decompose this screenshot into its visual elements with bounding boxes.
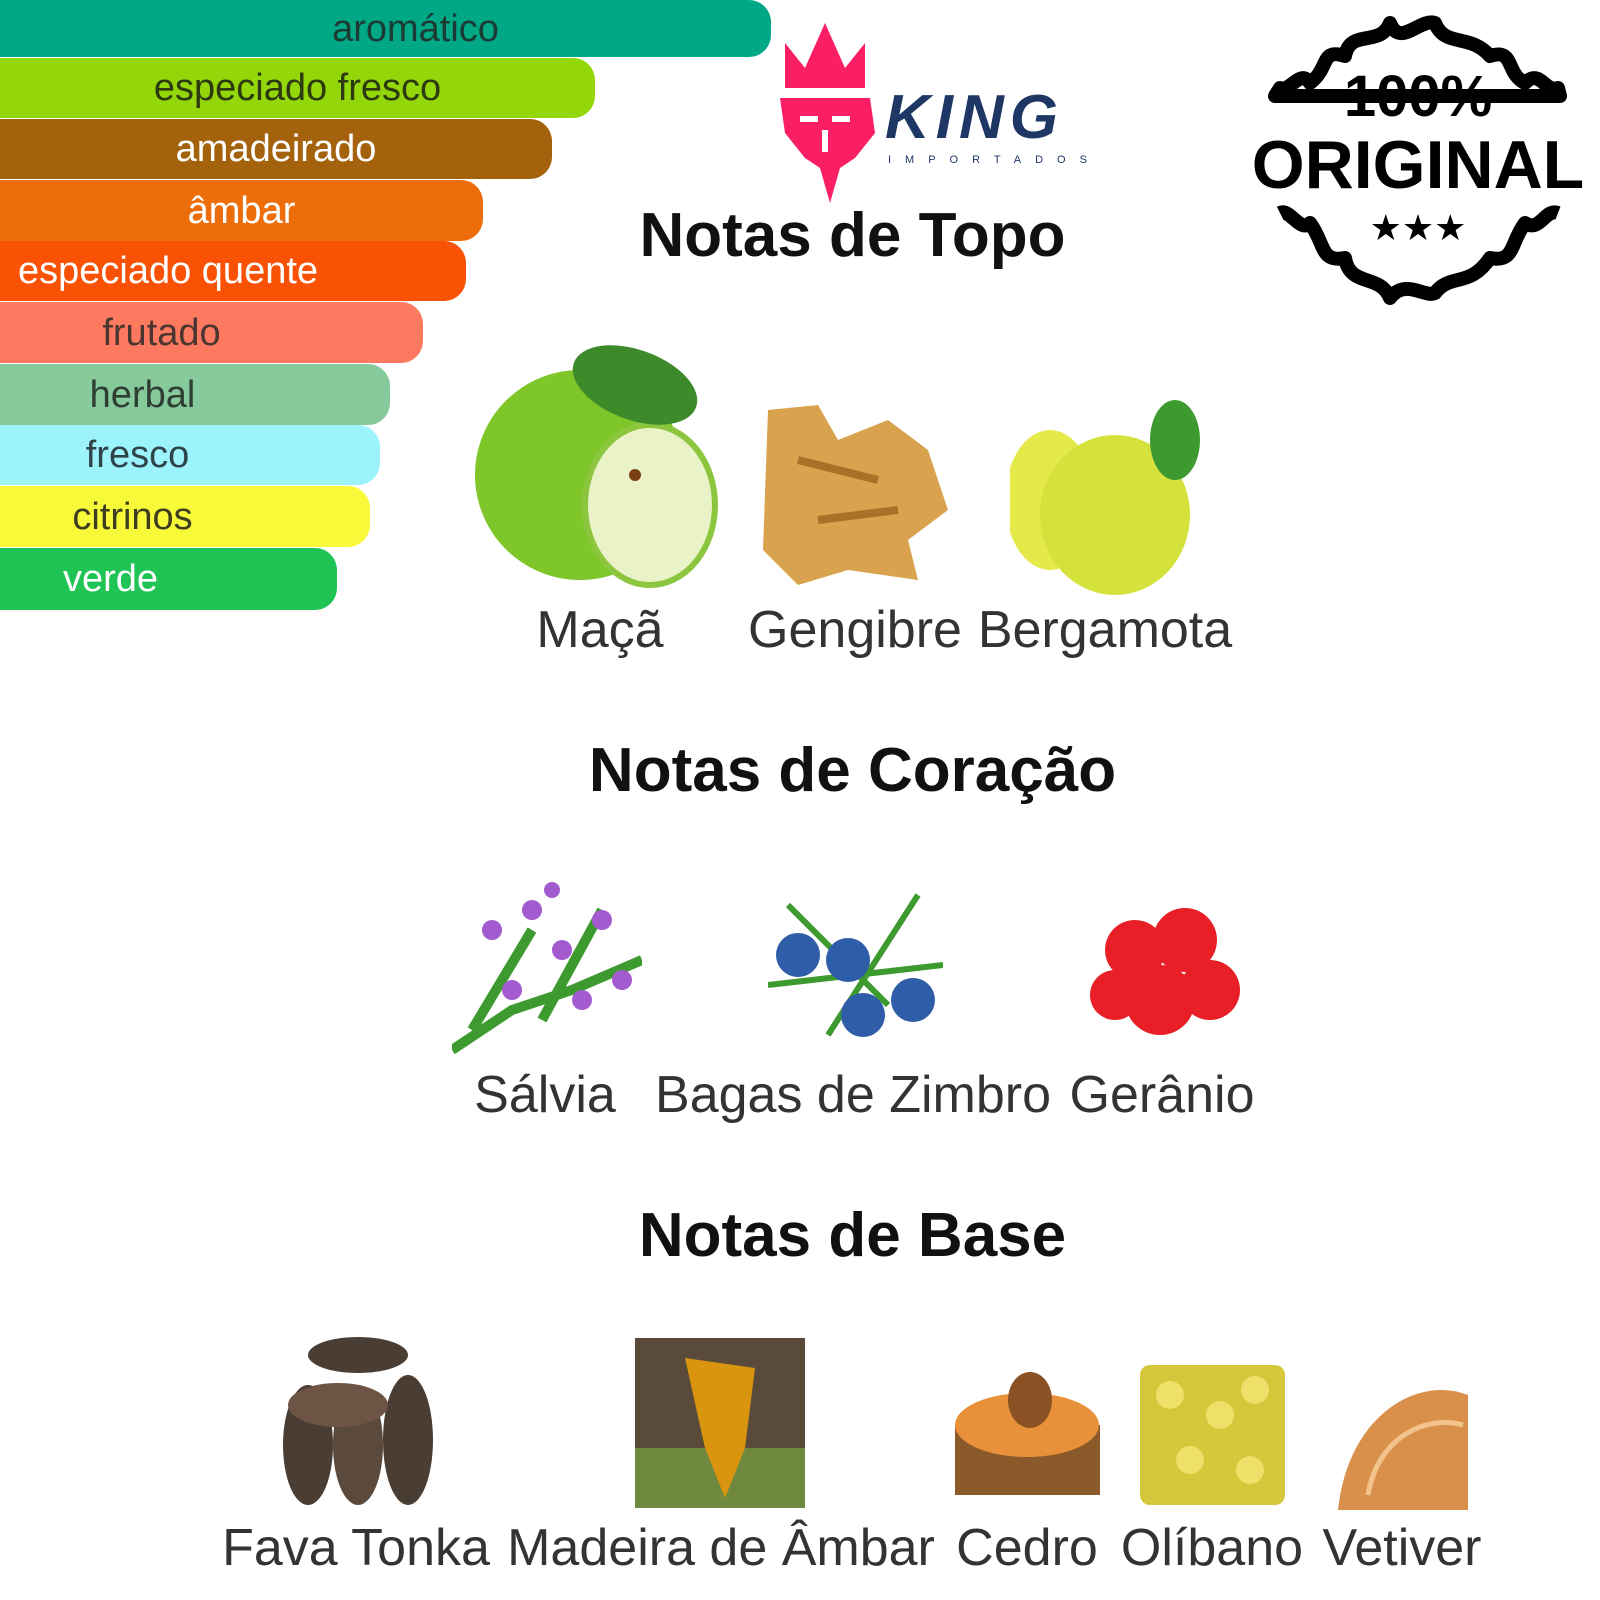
accord-label: frutado xyxy=(102,311,221,354)
badge-original-text: ORIGINAL xyxy=(1252,127,1584,203)
sage-image xyxy=(452,882,642,1055)
accord-label: fresco xyxy=(85,434,190,476)
accord-bar-verde: verde xyxy=(0,548,337,610)
badge-stars: ★★★ xyxy=(1370,208,1467,249)
accord-bar-citrinos: citrinos xyxy=(0,486,370,547)
note-label: Vetiver xyxy=(1322,1519,1482,1577)
apple-image xyxy=(475,345,718,588)
note-label: Gengibre xyxy=(748,601,962,659)
note-label: Maçã xyxy=(536,601,664,659)
accord-label: âmbar xyxy=(187,189,296,232)
note-label: Gerânio xyxy=(1069,1066,1255,1124)
accord-bar-aromatico: aromático xyxy=(0,0,771,57)
tonka-bean-image xyxy=(283,1337,433,1505)
note-label: Fava Tonka xyxy=(222,1519,490,1577)
bergamot-image xyxy=(1010,400,1200,595)
accord-label: especiado quente xyxy=(18,250,319,292)
accord-label: herbal xyxy=(89,373,196,416)
geranium-image xyxy=(1090,908,1240,1035)
section-title-heart: Notas de Coração xyxy=(588,736,1117,805)
logo-brand-text: KING xyxy=(885,83,1064,152)
accord-label: amadeirado xyxy=(175,128,377,170)
original-badge: 100% ORIGINAL ★★★ xyxy=(1240,8,1595,313)
accord-label: verde xyxy=(63,558,159,600)
accord-bar-amadeirado: amadeirado xyxy=(0,119,552,179)
accord-bar-fresco: fresco xyxy=(0,425,380,485)
note-label: Bagas de Zimbro xyxy=(655,1066,1051,1124)
section-title-top: Notas de Topo xyxy=(639,201,1066,270)
accord-label: aromático xyxy=(332,7,499,50)
note-label: Cedro xyxy=(956,1519,1098,1577)
accord-bar-frutado: frutado xyxy=(0,302,423,363)
amber-wood-image xyxy=(635,1338,805,1508)
accord-bar-herbal: herbal xyxy=(0,364,390,425)
king-importados-logo: KING IMPORTADOS xyxy=(770,18,1150,208)
juniper-berries-image xyxy=(768,893,943,1037)
section-title-base: Notas de Base xyxy=(638,1201,1067,1270)
ginger-image xyxy=(763,405,948,585)
accord-bar-especiado-quente: especiado quente xyxy=(0,241,466,301)
note-label: Madeira de Âmbar xyxy=(507,1519,935,1577)
lion-crown-icon: KING IMPORTADOS xyxy=(780,23,1101,203)
accord-bar-ambar: âmbar xyxy=(0,180,483,241)
frankincense-image xyxy=(1140,1365,1285,1505)
accord-bar-especiado-fresco: especiado fresco xyxy=(0,58,595,118)
note-label: Sálvia xyxy=(474,1066,616,1124)
cedar-image xyxy=(955,1372,1100,1495)
badge-percent-text: 100% xyxy=(1344,64,1492,129)
accord-label: citrinos xyxy=(72,495,193,538)
logo-sub-text: IMPORTADOS xyxy=(888,154,1101,166)
vetiver-image xyxy=(1338,1389,1468,1510)
note-label: Bergamota xyxy=(977,601,1233,659)
note-label: Olíbano xyxy=(1120,1519,1304,1577)
accord-label: especiado fresco xyxy=(153,67,442,109)
